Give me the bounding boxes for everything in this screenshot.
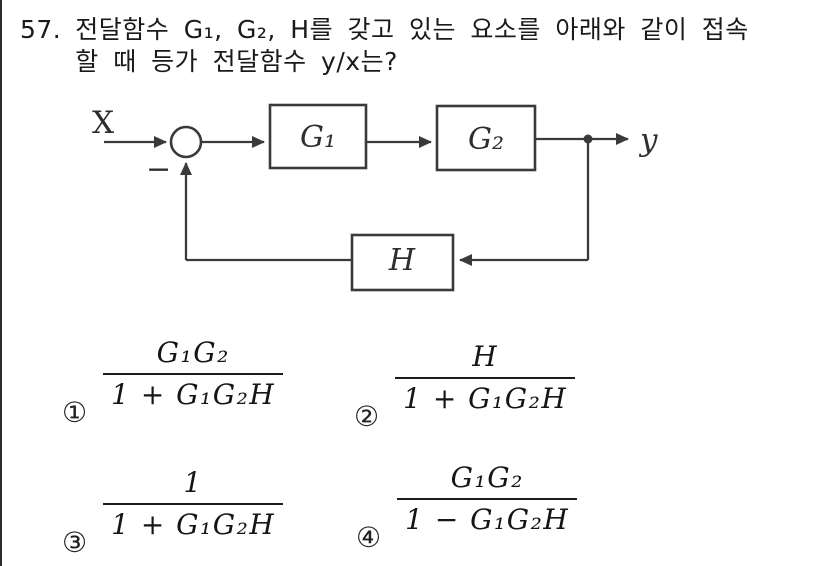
h-label: H: [388, 243, 416, 278]
question-number: 57.: [20, 15, 62, 44]
diagram-input-label: X: [92, 105, 114, 141]
g1-block: [268, 103, 368, 170]
answer-choice-2: ② H 1 + G₁G₂H: [354, 340, 576, 431]
answer-choice-4: ④ G₁G₂ 1 − G₁G₂H: [356, 461, 578, 552]
choice-2-number: ②: [354, 400, 380, 434]
summing-junction-circle: [169, 125, 203, 159]
choice-1-numerator: G₁G₂: [156, 336, 230, 369]
choice-4-fraction: G₁G₂ 1 − G₁G₂H: [397, 461, 578, 536]
g1-label: G₁: [300, 120, 336, 155]
choice-4-numerator: G₁G₂: [450, 461, 524, 494]
answer-choice-1: ① G₁G₂ 1 + G₁G₂H: [62, 336, 284, 427]
choice-3-number: ③: [62, 526, 88, 560]
choice-4-denominator: 1 − G₁G₂H: [397, 498, 578, 536]
page-left-border-line: [0, 0, 2, 566]
question-line-1: 전달함수 G₁, G₂, H를 갖고 있는 요소를 아래와 같이 접속: [75, 15, 749, 44]
h-block: [350, 233, 455, 292]
g2-label: G₂: [468, 122, 504, 157]
choice-1-denominator: 1 + G₁G₂H: [103, 373, 284, 411]
choice-3-fraction: 1 1 + G₁G₂H: [103, 466, 284, 541]
diagram-output-label: y: [638, 122, 658, 158]
choice-4-number: ④: [356, 521, 382, 555]
question-line-2: 할 때 등가 전달함수 y/x는?: [75, 47, 398, 76]
choice-1-fraction: G₁G₂ 1 + G₁G₂H: [103, 336, 284, 411]
choice-2-denominator: 1 + G₁G₂H: [395, 377, 576, 415]
question-text: 전달함수 G₁, G₂, H를 갖고 있는 요소를 아래와 같이 접속 할 때 …: [75, 14, 749, 78]
choice-1-number: ①: [62, 396, 88, 430]
choice-3-denominator: 1 + G₁G₂H: [103, 503, 284, 541]
question-block: 57. 전달함수 G₁, G₂, H를 갖고 있는 요소를 아래와 같이 접속 …: [20, 14, 749, 78]
minus-sign-label: −: [146, 152, 171, 187]
block-diagram: X − G₁ G₂ y H: [92, 103, 658, 292]
choice-2-fraction: H 1 + G₁G₂H: [395, 340, 576, 415]
choice-3-numerator: 1: [183, 466, 203, 499]
answer-choice-3: ③ 1 1 + G₁G₂H: [62, 466, 284, 557]
choice-2-numerator: H: [472, 340, 499, 373]
